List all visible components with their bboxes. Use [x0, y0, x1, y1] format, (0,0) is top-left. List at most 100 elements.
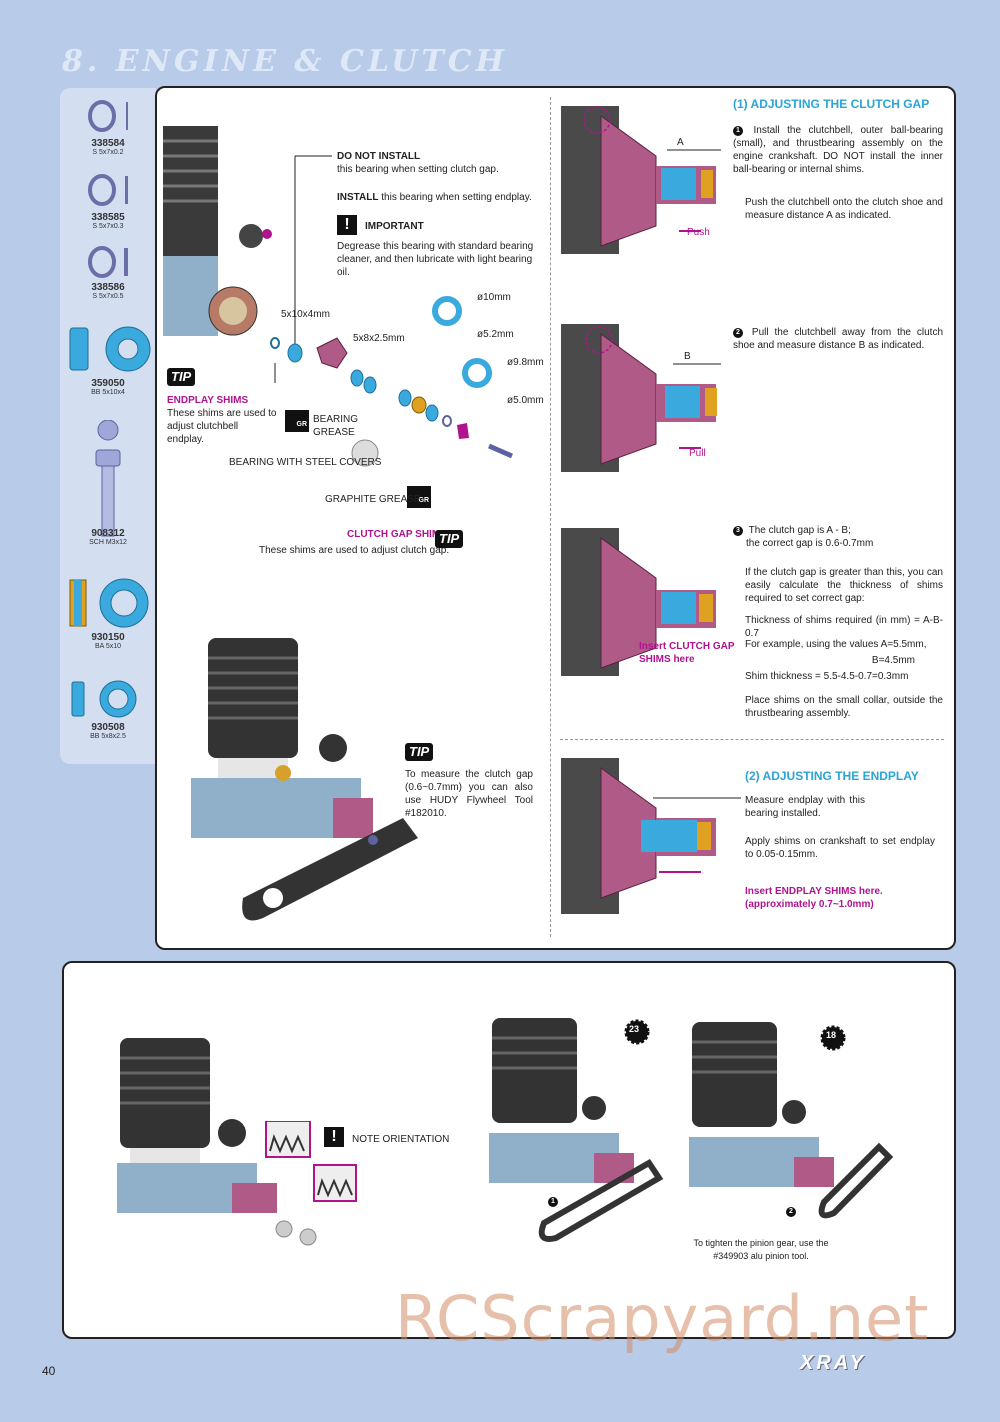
part-desc: S 5x7x0.5: [92, 293, 124, 300]
engine-pinion-18-illustration: [689, 1022, 894, 1219]
gear-23-label: 23: [629, 1024, 640, 1034]
insert-endplay-label: Insert ENDPLAY SHIMS here. (approximatel…: [745, 886, 883, 910]
engine-pinion-23-illustration: [489, 1018, 664, 1242]
part-code: 930508: [91, 722, 125, 733]
step1-text2: Push the clutchbell onto the clutch shoe…: [745, 197, 943, 221]
step2-text: Pull the clutchbell away from the clutch…: [733, 327, 944, 351]
dim-o52: ø5.2mm: [477, 329, 514, 340]
part-code: 908312: [91, 528, 125, 539]
warning-icon: !: [337, 215, 357, 235]
do-not-install-title: DO NOT INSTALL: [337, 151, 421, 162]
step3-example1: For example, using the values A=5.5mm,: [745, 639, 927, 650]
note-orientation-label: NOTE ORIENTATION: [352, 1134, 450, 1145]
bottom-panel: ! NOTE ORIENTATION 23 1 18 2 To tighten …: [62, 961, 956, 1339]
graphite-grease-label: GRAPHITE GREASE: [325, 494, 421, 505]
warning-icon: !: [324, 1127, 344, 1147]
clutch-section-pull: [561, 324, 721, 472]
endplay-section: [561, 758, 741, 914]
part-desc: BB 5x8x2.5: [90, 733, 126, 740]
clutch-section-insert: [561, 528, 716, 676]
bearing-grease-label: BEARING GREASE: [313, 414, 359, 438]
part-desc: BB 5x10x4: [91, 389, 125, 396]
part-code: 338586: [91, 282, 125, 293]
step3: 3 The clutch gap is A - B; the correct g…: [733, 524, 943, 550]
insert-clutch-gap-label: Insert CLUTCH GAP SHIMS here: [639, 641, 735, 665]
engine-flywheel-tool-illustration: [191, 638, 418, 921]
grease-icon: GR: [407, 486, 431, 508]
label-a: A: [677, 137, 684, 148]
pinion-tool-note: To tighten the pinion gear, use the #349…: [693, 1238, 829, 1261]
install-text: this bearing when setting endplay.: [381, 192, 532, 203]
step-two-badge: 2: [786, 1201, 799, 1219]
flywheel-tip-text: To measure the clutch gap (0.6~0.7mm) yo…: [405, 769, 533, 819]
endplay-text1: Measure endplay with this bearing instal…: [745, 795, 865, 819]
page-number: 40: [42, 1364, 56, 1378]
step3-place: Place shims on the small collar, outside…: [745, 695, 943, 719]
bearing-icon: [71, 680, 137, 718]
part-code: 338584: [91, 138, 125, 149]
dim-o10: ø10mm: [477, 292, 511, 303]
part-desc: S 5x7x0.2: [92, 149, 124, 156]
thrust-bearing-icon: [69, 578, 149, 628]
exploded-parts-diagram: [270, 155, 513, 467]
step-number: 1: [733, 126, 743, 136]
shim-icon: [88, 174, 128, 206]
heading-endplay: (2) ADJUSTING THE ENDPLAY: [745, 769, 919, 783]
brand-logo: XRAY: [800, 1352, 867, 1374]
clutch-section-push: [561, 106, 721, 254]
endplay-text2: Apply shims on crankshaft to set endplay…: [745, 836, 935, 860]
part-code: 338585: [91, 212, 125, 223]
endplay-tip: ENDPLAY SHIMS These shims are used to ad…: [167, 394, 277, 446]
part-desc: BA 5x10: [94, 643, 122, 650]
do-not-install-note: DO NOT INSTALL this bearing when setting…: [337, 150, 557, 176]
grease-icon: GR: [285, 410, 309, 432]
gear-18-label: 18: [826, 1030, 837, 1040]
tip-badge: TIP: [167, 368, 196, 386]
step3-line2: the correct gap is 0.6-0.7mm: [746, 538, 874, 549]
step3-p2: If the clutch gap is greater than this, …: [745, 567, 943, 604]
heading-clutch-gap: (1) ADJUSTING THE CLUTCH GAP: [733, 97, 930, 111]
dim-o50: ø5.0mm: [507, 395, 544, 406]
part-desc: S 5x7x0.3: [92, 223, 124, 230]
step-one-badge: 1: [548, 1191, 561, 1209]
part-desc: SCH M3x12: [89, 539, 127, 546]
install-note: INSTALL this bearing when setting endpla…: [337, 191, 557, 204]
page-title: 8. ENGINE & CLUTCH: [62, 44, 509, 79]
step2: 2 Pull the clutchbell away from the clut…: [733, 326, 943, 352]
endplay-text: These shims are used to adjust clutchbel…: [167, 408, 277, 445]
step3-example2: B=4.5mm: [871, 655, 915, 666]
parts-sidebar: 338584 S 5x7x0.2 338585 S 5x7x0.3 338586…: [60, 88, 156, 764]
step3-shim: Shim thickness = 5.5-4.5-0.7=0.3mm: [745, 671, 909, 682]
clutch-gap-text: These shims are used to adjust clutch ga…: [259, 545, 450, 556]
label-b: B: [684, 351, 691, 362]
part-code: 930150: [91, 632, 125, 643]
important-title: IMPORTANT: [365, 221, 424, 232]
step3-line1: The clutch gap is A - B;: [748, 525, 851, 536]
step1: 1 Install the clutchbell, outer ball-bea…: [733, 124, 943, 176]
push-label: Push: [687, 227, 710, 238]
step3-formula: Thickness of shims required (in mm) = A-…: [745, 615, 943, 639]
dim-5x8x25: 5x8x2.5mm: [353, 333, 405, 344]
divider: [550, 97, 551, 937]
tip-badge: TIP: [435, 530, 464, 548]
step-number: 3: [733, 526, 743, 536]
watermark: RCScrapyard.net: [395, 1282, 930, 1355]
bearing-icon: [69, 326, 151, 372]
gear-23-icon: [624, 1019, 650, 1045]
engine-illustration: [163, 126, 272, 336]
tip-badge: TIP: [405, 743, 434, 761]
engine-pinion-illustration: [117, 1038, 317, 1246]
step-number: 2: [733, 328, 743, 338]
dim-o98: ø9.8mm: [507, 357, 544, 368]
gear-orientation-detail: [265, 1121, 357, 1202]
screw-icon: [95, 420, 121, 537]
part-code: 359050: [91, 378, 125, 389]
shim-icon: [88, 246, 128, 278]
pull-label: Pull: [689, 448, 706, 459]
divider: [560, 739, 944, 740]
dim-5x10x4: 5x10x4mm: [281, 309, 330, 320]
bearing-steel-label: BEARING WITH STEEL COVERS: [229, 457, 382, 468]
main-panel: DO NOT INSTALL this bearing when setting…: [155, 86, 956, 950]
step1-text: Install the clutchbell, outer ball-beari…: [733, 125, 944, 175]
endplay-title: ENDPLAY SHIMS: [167, 395, 249, 406]
